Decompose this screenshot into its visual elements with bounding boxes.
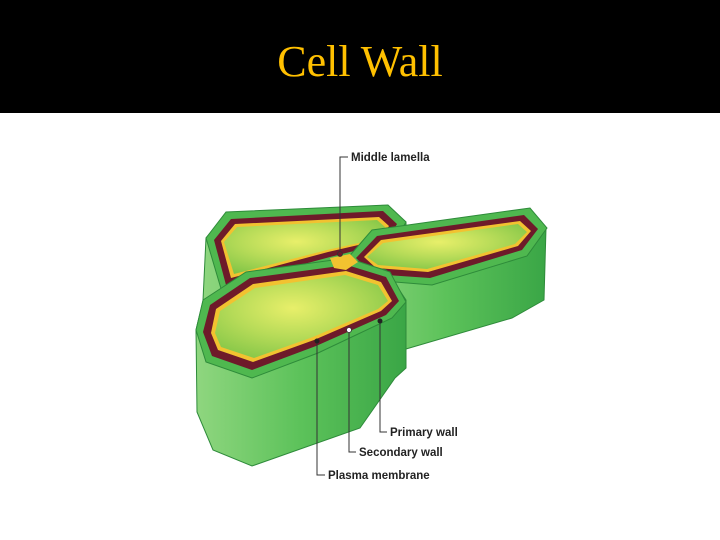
primary-wall-pointer: [378, 319, 383, 324]
label-middle-lamella: Middle lamella: [351, 152, 430, 164]
label-primary-wall: Primary wall: [390, 427, 458, 439]
cell-front: [196, 258, 406, 466]
plasma-membrane-pointer: [315, 339, 320, 344]
label-secondary-wall: Secondary wall: [359, 447, 443, 459]
label-plasma-membrane: Plasma membrane: [328, 470, 430, 482]
middle-lamella-pointer: [338, 252, 343, 257]
secondary-wall-pointer: [347, 328, 352, 333]
